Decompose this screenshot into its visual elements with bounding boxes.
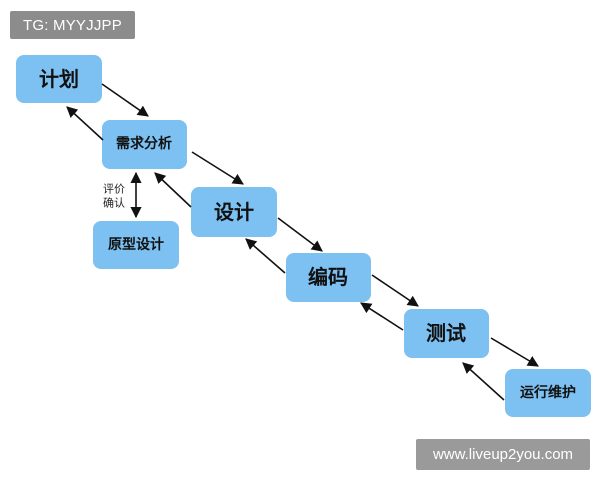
edge-label-line2: 确认	[103, 197, 125, 210]
arrow-coding-to-testing	[371, 274, 419, 307]
node-coding-label: 编码	[308, 265, 348, 289]
node-plan	[16, 55, 102, 103]
node-testing	[404, 309, 489, 358]
arrow-requirements-to-plan	[66, 106, 104, 141]
node-prototype-label: 原型设计	[108, 236, 164, 253]
arrow-testing-to-maintenance	[490, 337, 539, 367]
node-maintenance-label: 运行维护	[520, 384, 576, 401]
node-requirements	[102, 120, 187, 169]
arrow-design-to-coding	[277, 217, 323, 252]
node-prototype	[93, 221, 179, 269]
arrow-requirements-to-design	[191, 151, 244, 185]
arrow-design-to-requirements	[154, 172, 192, 208]
arrow-testing-to-coding	[360, 302, 404, 331]
node-coding	[286, 253, 371, 302]
node-design-label: 设计	[214, 200, 254, 224]
node-plan-label: 计划	[39, 67, 79, 91]
node-maintenance	[505, 369, 591, 417]
watermark-bottom: www.liveup2you.com	[416, 439, 590, 470]
watermark-top: TG: MYYJJPP	[10, 11, 135, 39]
edge-label-line1: 评价	[103, 183, 125, 196]
node-design	[191, 187, 277, 237]
arrow-plan-to-requirements	[101, 83, 149, 117]
node-requirements-label: 需求分析	[116, 135, 172, 152]
arrow-coding-to-design	[245, 238, 286, 274]
arrow-maintenance-to-testing	[462, 362, 505, 401]
node-testing-label: 测试	[426, 321, 466, 345]
